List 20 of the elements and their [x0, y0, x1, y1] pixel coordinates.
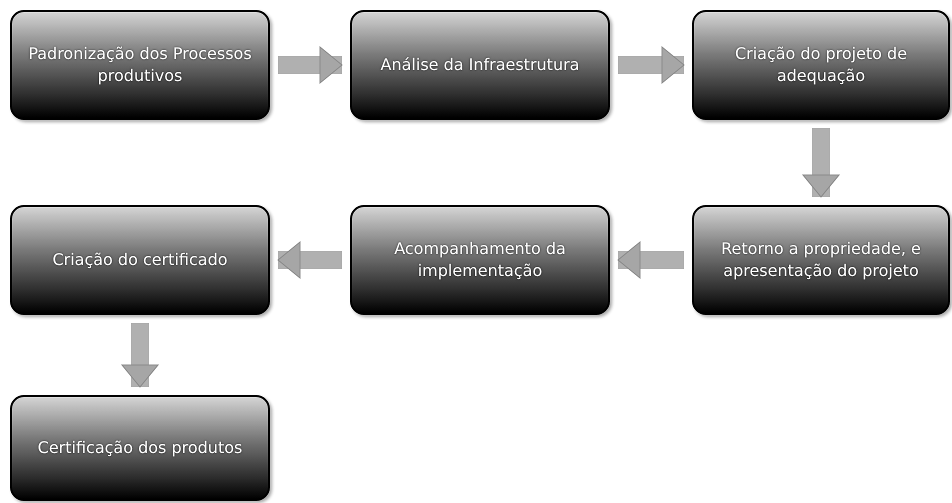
step-label: Retorno a propriedade, e apresentação do projeto: [720, 238, 922, 282]
process-box: [10, 395, 270, 501]
step-label: Certificação dos produtos: [38, 436, 242, 459]
process-box: [692, 205, 950, 315]
step-label: Criação do projeto de adequação: [734, 42, 908, 87]
process-box: [10, 205, 270, 315]
step-label: Acompanhamento da implementação: [393, 238, 567, 282]
block-arrow: [278, 242, 342, 278]
block-arrow: [802, 128, 840, 198]
block-arrow: [122, 323, 158, 388]
block-arrow: [618, 46, 684, 84]
step-label: Criação do certificado: [52, 248, 228, 271]
process-box: [350, 205, 610, 315]
block-arrow: [278, 46, 342, 84]
step-label: Padronização dos Processos produtivos: [27, 42, 253, 87]
process-box: [350, 10, 610, 120]
block-arrow: [618, 242, 684, 278]
process-box: [692, 10, 950, 120]
step-label: Análise da Infraestrutura: [380, 54, 580, 76]
process-box: [10, 10, 270, 120]
